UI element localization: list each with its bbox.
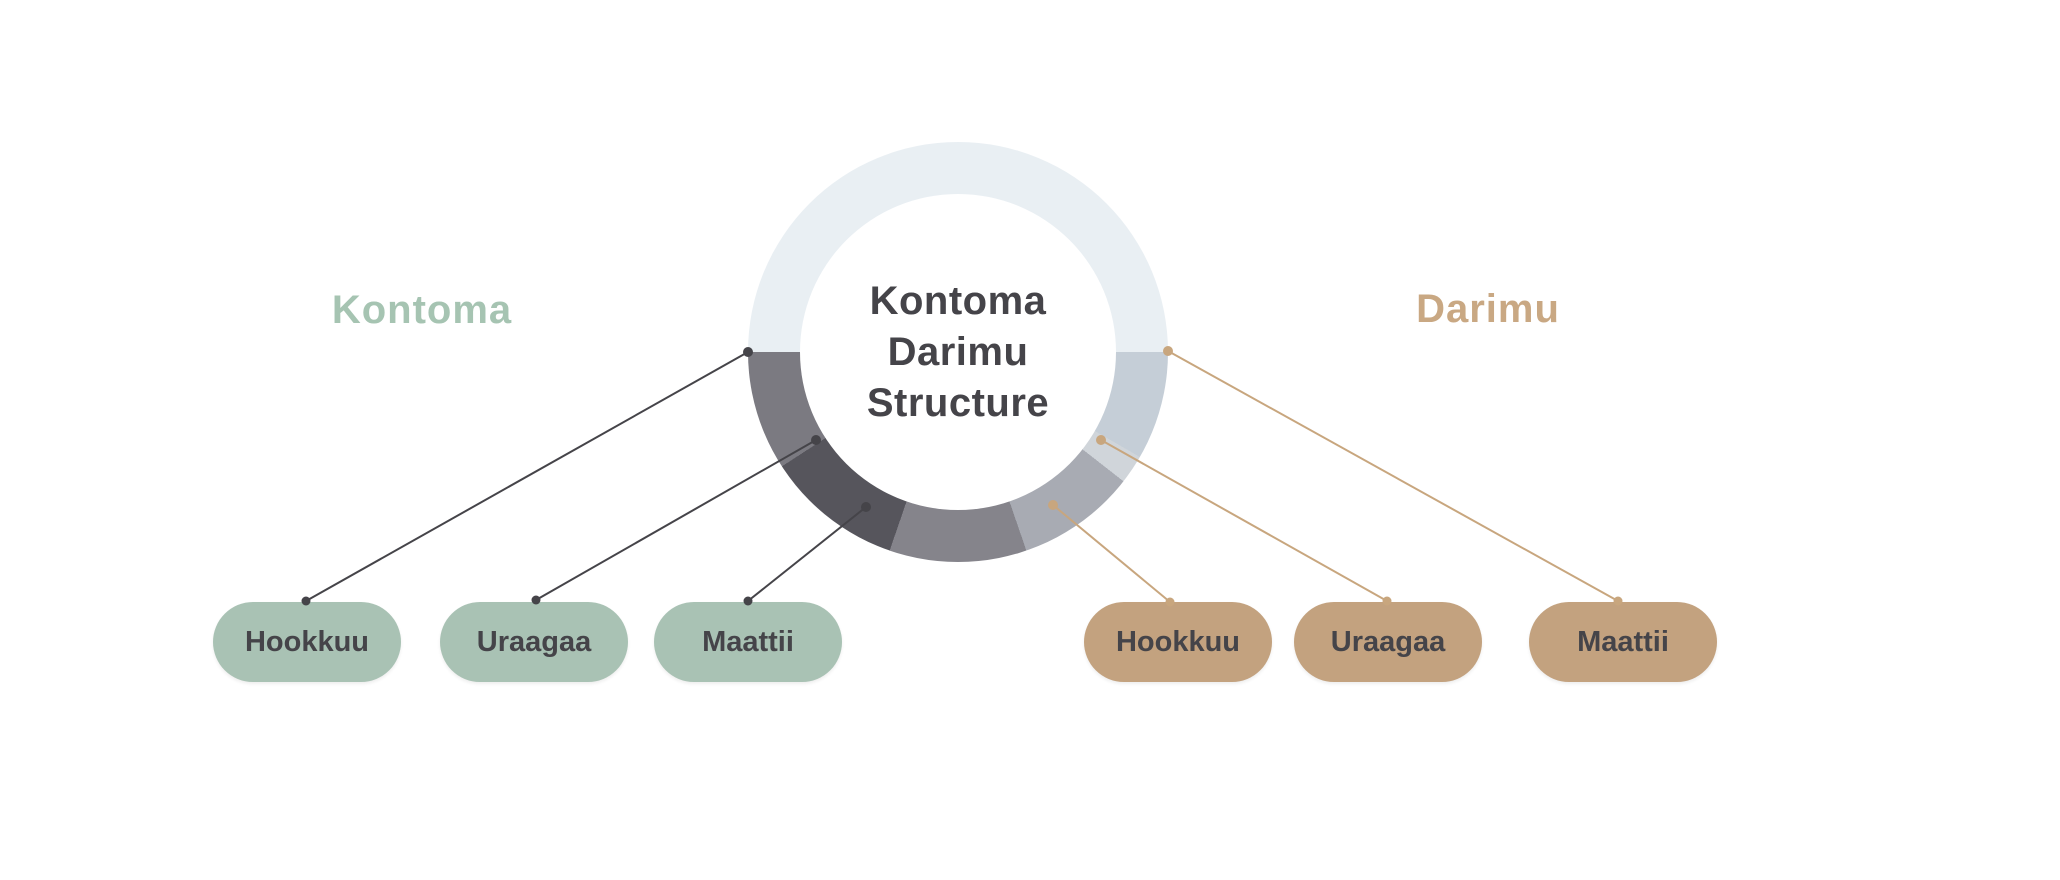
pill-kontoma-uraagaa: Uraagaa: [440, 602, 628, 682]
pill-kontoma-maattii: Maattii: [654, 602, 842, 682]
donut-hole: [800, 194, 1116, 510]
darimu-group-label: Darimu: [1416, 287, 1560, 331]
title-line-2: Darimu: [887, 329, 1029, 374]
pill-kontoma-hookkuu: Hookkuu: [213, 602, 401, 682]
page-title: Kontoma Darimu Structure: [748, 142, 1168, 562]
title-line-1: Kontoma: [869, 278, 1047, 323]
title-line-3: Structure: [866, 380, 1050, 425]
pill-darimu-maattii: Maattii: [1529, 602, 1717, 682]
org-donut-ring: [748, 142, 1168, 562]
pill-darimu-hookkuu: Hookkuu: [1084, 602, 1272, 682]
pill-darimu-uraagaa: Uraagaa: [1294, 602, 1482, 682]
connector-darimu-maattii: [1167, 350, 1619, 602]
connector-kontoma-hookkuu: [305, 351, 749, 602]
kontoma-group-label: Kontoma: [331, 288, 513, 332]
